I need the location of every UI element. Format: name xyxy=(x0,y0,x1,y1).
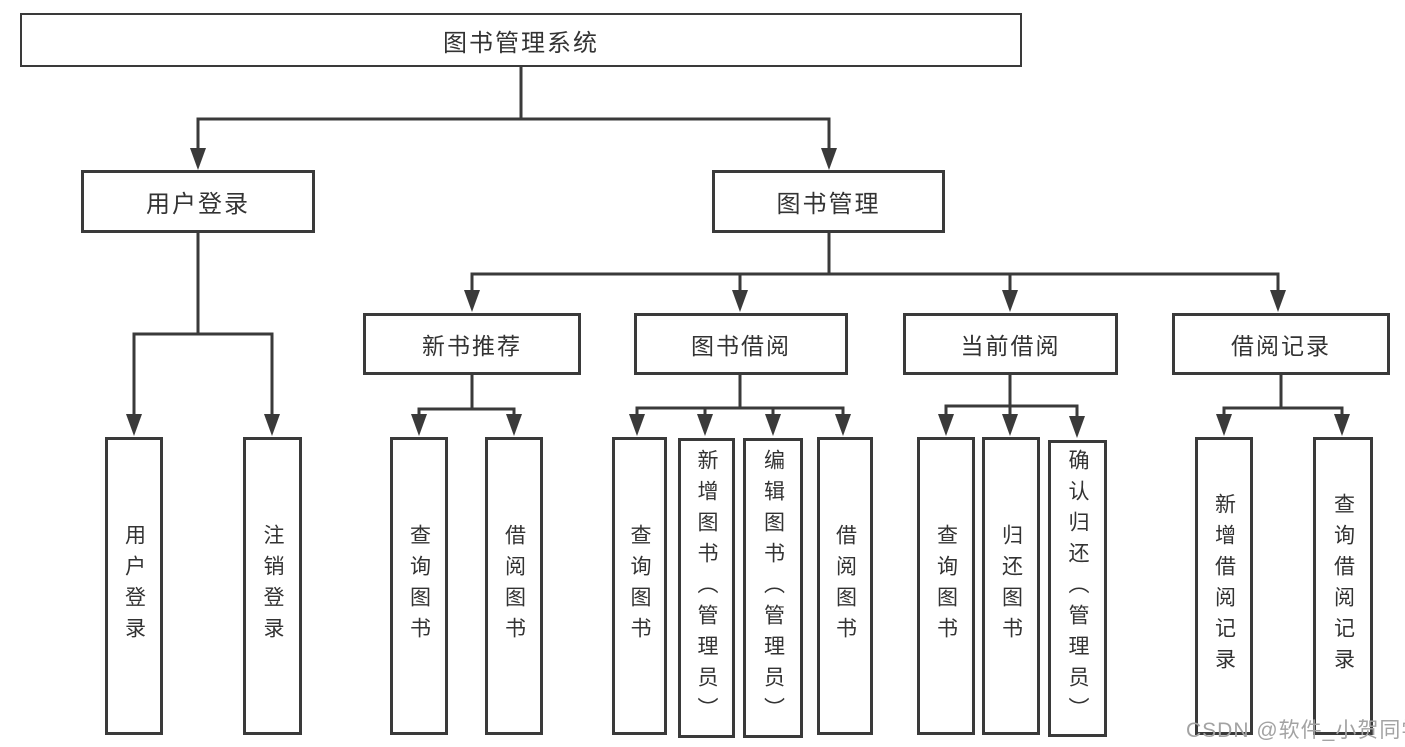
leaf-add-book-admin: 新增图书（管理员） xyxy=(678,438,735,738)
connector-borrowing-records-to-leaves xyxy=(1216,374,1350,436)
leaf-confirm-return-admin: 确认归还（管理员） xyxy=(1048,440,1107,737)
node-book-borrowing-label: 图书借阅 xyxy=(691,333,791,359)
node-new-book-recommendation: 新书推荐 xyxy=(363,313,581,375)
node-user-login: 用户登录 xyxy=(81,170,315,233)
node-library-management-system: 图书管理系统 xyxy=(20,13,1022,67)
connector-current-borrowing-to-leaves xyxy=(938,374,1085,438)
node-user-login-label: 用户登录 xyxy=(146,191,250,218)
leaf-query-books-recommend-label: 查询图书 xyxy=(407,524,431,648)
leaf-query-books-current: 查询图书 xyxy=(917,437,975,735)
leaf-query-books-recommend: 查询图书 xyxy=(390,437,448,735)
leaf-user-login-label: 用户登录 xyxy=(122,524,146,648)
leaf-user-login: 用户登录 xyxy=(105,437,163,735)
node-library-management-system-label: 图书管理系统 xyxy=(443,29,599,57)
connector-new-book-to-leaves xyxy=(411,374,522,436)
connector-book-borrowing-to-leaves xyxy=(629,374,851,436)
connector-book-management-to-level3 xyxy=(464,232,1286,312)
leaf-confirm-return-admin-label: 确认归还（管理员） xyxy=(1066,449,1090,728)
leaf-query-books-borrowing-label: 查询图书 xyxy=(628,524,652,648)
leaf-add-borrow-record-label: 新增借阅记录 xyxy=(1212,493,1236,679)
connector-user-login-to-leaves xyxy=(126,232,280,436)
node-new-book-recommendation-label: 新书推荐 xyxy=(422,333,522,359)
node-borrowing-records: 借阅记录 xyxy=(1172,313,1390,375)
node-book-management: 图书管理 xyxy=(712,170,945,233)
node-current-borrowing-label: 当前借阅 xyxy=(960,333,1061,359)
leaf-return-books: 归还图书 xyxy=(982,437,1040,735)
leaf-query-books-borrowing: 查询图书 xyxy=(612,437,667,735)
leaf-add-borrow-record: 新增借阅记录 xyxy=(1195,437,1253,735)
leaf-borrow-books-recommend: 借阅图书 xyxy=(485,437,543,735)
node-book-management-label: 图书管理 xyxy=(776,191,881,218)
watermark: CSDN @软件_小贺同学 xyxy=(1186,719,1405,742)
leaf-return-books-label: 归还图书 xyxy=(999,524,1023,648)
leaf-query-books-current-label: 查询图书 xyxy=(934,524,958,648)
leaf-borrow-books-borrowing-label: 借阅图书 xyxy=(833,524,857,648)
node-current-borrowing: 当前借阅 xyxy=(903,313,1118,375)
connector-root-to-level2 xyxy=(190,65,837,170)
node-book-borrowing: 图书借阅 xyxy=(634,313,848,375)
leaf-edit-book-admin: 编辑图书（管理员） xyxy=(743,438,803,738)
node-borrowing-records-label: 借阅记录 xyxy=(1231,333,1331,359)
leaf-query-borrow-record-label: 查询借阅记录 xyxy=(1331,493,1355,679)
leaf-borrow-books-borrowing: 借阅图书 xyxy=(817,437,873,735)
leaf-add-book-admin-label: 新增图书（管理员） xyxy=(695,448,719,728)
leaf-query-borrow-record: 查询借阅记录 xyxy=(1313,437,1373,735)
leaf-logout-label: 注销登录 xyxy=(261,524,285,648)
leaf-borrow-books-recommend-label: 借阅图书 xyxy=(502,524,526,648)
leaf-logout: 注销登录 xyxy=(243,437,302,735)
leaf-edit-book-admin-label: 编辑图书（管理员） xyxy=(761,448,785,728)
